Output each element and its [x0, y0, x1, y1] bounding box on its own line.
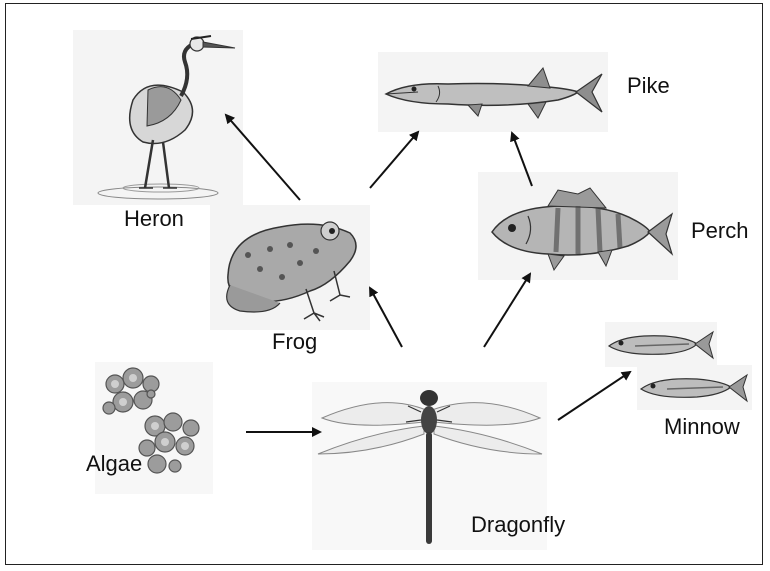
arrow-perch-to-pike — [512, 133, 532, 186]
minnow-label: Minnow — [664, 414, 740, 440]
heron-label: Heron — [124, 206, 184, 232]
algae-label: Algae — [86, 451, 142, 477]
arrow-frog-to-pike — [370, 132, 418, 188]
arrow-frog-to-heron — [226, 115, 300, 200]
arrow-dragonfly-to-perch — [484, 274, 530, 347]
arrow-dragonfly-to-frog — [370, 288, 402, 347]
dragonfly-label: Dragonfly — [471, 512, 565, 538]
arrow-dragonfly-to-minnow — [558, 372, 630, 420]
pike-label: Pike — [627, 73, 670, 99]
perch-label: Perch — [691, 218, 748, 244]
frog-label: Frog — [272, 329, 317, 355]
